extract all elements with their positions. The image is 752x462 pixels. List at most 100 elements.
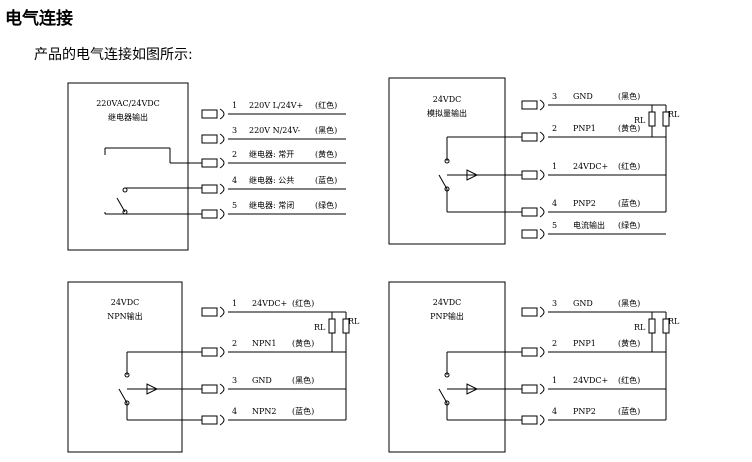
connector-cap [219,157,225,169]
pin-label: 继电器: 常闭 [249,200,294,210]
connector-cap [539,306,545,318]
pin-wire-color: (黄色) [292,338,314,348]
connector-cap [539,206,545,218]
connector-cap [539,346,545,358]
pin-label: 继电器: 公共 [249,175,294,185]
pin-wire-color: (红色) [618,161,640,171]
resistor-label: RL [668,110,680,119]
resistor-label: RL [634,116,646,125]
intro-text: 产品的电气连接如图所示: [34,47,193,63]
connector-pin [201,209,218,219]
pin-number: 3 [552,92,557,101]
module-header-line: NPN输出 [107,311,142,321]
switch-contact [122,187,128,193]
connector-pin [521,307,538,317]
connector-pin [201,184,218,194]
resistor-label: RL [348,317,360,326]
pin-label: NPN2 [252,407,276,416]
pin-label: 24VDC+ [573,376,608,385]
connector-cap [219,383,225,395]
connector-pin [521,384,538,394]
pin-wire-color: (黑色) [292,375,314,385]
pin-label: PNP2 [573,407,596,416]
module-box [388,77,506,245]
resistor-label: RL [634,323,646,332]
pin-wire-color: (蓝色) [618,406,640,416]
switch-blade [438,174,448,190]
pin-wire-color: (黄色) [618,338,640,348]
pin-wire-color: (红色) [315,100,337,110]
pin-label: NPN1 [252,339,276,348]
pin-wire-color: (绿色) [618,220,640,230]
pin-label: PNP2 [573,199,596,208]
pin-label: PNP1 [573,339,596,348]
pin-number: 4 [232,407,237,416]
pin-number: 2 [552,124,557,133]
pin-label: GND [573,299,593,308]
switch-blade [118,388,128,404]
connector-pin [201,134,218,144]
module-header-line: 模拟量输出 [427,108,467,118]
connector-pin [201,307,218,317]
pin-number: 3 [552,299,557,308]
pin-wire-color: (黑色) [618,91,640,101]
connector-pin [521,170,538,180]
pin-label: 24VDC+ [573,162,608,171]
resistor [328,318,336,334]
pin-number: 2 [232,339,237,348]
section-heading: 电气连接 [5,9,73,29]
pin-wire-color: (黄色) [618,123,640,133]
connector-cap [539,228,545,240]
pin-wire-color: (蓝色) [618,198,640,208]
pin-number: 4 [552,407,557,416]
pin-wire-color: (蓝色) [315,175,337,185]
pin-number: 1 [552,376,557,385]
pin-wire-color: (黄色) [315,149,337,159]
resistor [648,318,656,334]
connector-pin [201,109,218,119]
module-header-line: 24VDC [433,298,462,307]
pin-number: 3 [232,376,237,385]
connector-pin [521,229,538,239]
module-header-line: 继电器输出 [108,112,148,122]
connector-pin [201,158,218,168]
connector-cap [539,131,545,143]
diagram-npn: 24VDC NPN输出 1 24VDC+ (红色) 2 NPN1 (黄色) 3 GND (黑色) 4 N… [67,281,360,453]
connector-pin [521,347,538,357]
pin-label: GND [252,376,272,385]
pin-wire-color: (黑色) [315,125,337,135]
connector-cap [539,383,545,395]
pin-label: GND [573,92,593,101]
pin-number: 1 [232,299,237,308]
pin-number: 4 [552,199,557,208]
pin-number: 3 [232,126,237,135]
connector-cap [539,169,545,181]
pin-number: 4 [232,176,237,185]
connector-cap [219,208,225,220]
connector-pin [201,415,218,425]
pin-wire-color: (红色) [292,298,314,308]
pin-number: 2 [232,150,237,159]
pin-label: 24VDC+ [252,299,287,308]
module-header-line: 24VDC [111,298,140,307]
pin-number: 1 [232,101,237,110]
module-box [388,281,506,453]
connector-cap [219,414,225,426]
module-header-line: 220VAC/24VDC [96,99,160,108]
connector-cap [219,346,225,358]
connector-cap [539,414,545,426]
pin-wire-color: (黑色) [618,298,640,308]
pin-label: PNP1 [573,124,596,133]
pin-label: 电流输出 [573,220,605,230]
pin-label: 继电器: 常开 [249,149,294,159]
switch-blade [116,197,126,213]
connector-pin [521,415,538,425]
connector-pin [201,384,218,394]
module-box [67,82,189,251]
pin-number: 2 [552,339,557,348]
resistor [648,111,656,127]
